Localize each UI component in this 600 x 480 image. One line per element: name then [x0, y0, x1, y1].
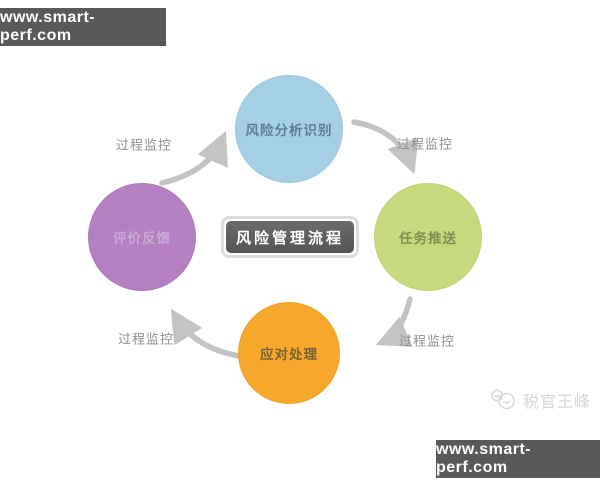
- diagram-title: 风险管理流程: [226, 221, 354, 253]
- edge-label-process-monitoring-bottom-left: 过程监控: [117, 331, 175, 347]
- arrow-feedback-to-analysis: [159, 130, 228, 186]
- edge-label-process-monitoring-bottom-right: 过程监控: [398, 333, 456, 349]
- node-evaluation-feedback-label: 评价反馈: [113, 231, 171, 246]
- node-risk-analysis-label: 风险分析识别: [245, 123, 333, 138]
- center-title-frame: 风险管理流程: [221, 216, 359, 258]
- chat-faces-icon: [491, 389, 515, 410]
- watermark-banner-bottom-right: www.smart-perf.com: [436, 440, 600, 478]
- node-task-push: 任务推送: [374, 183, 482, 291]
- arrow-analysis-to-taskpush: [351, 119, 419, 175]
- node-response-handling-label: 应对处理: [260, 347, 318, 362]
- arrow-response-to-feedback: [170, 308, 243, 359]
- node-risk-analysis: 风险分析识别: [235, 75, 343, 183]
- edge-label-process-monitoring-top-right: 过程监控: [396, 136, 454, 152]
- node-response-handling: 应对处理: [238, 302, 340, 404]
- node-evaluation-feedback: 评价反馈: [88, 183, 196, 291]
- node-task-push-label: 任务推送: [399, 231, 457, 246]
- edge-label-process-monitoring-top-left: 过程监控: [115, 137, 173, 153]
- author-watermark-text: 税官王峰: [523, 394, 592, 411]
- watermark-banner-top-left: www.smart-perf.com: [0, 8, 166, 46]
- author-watermark: 税官王峰: [489, 388, 591, 412]
- arrow-taskpush-to-response: [375, 296, 413, 347]
